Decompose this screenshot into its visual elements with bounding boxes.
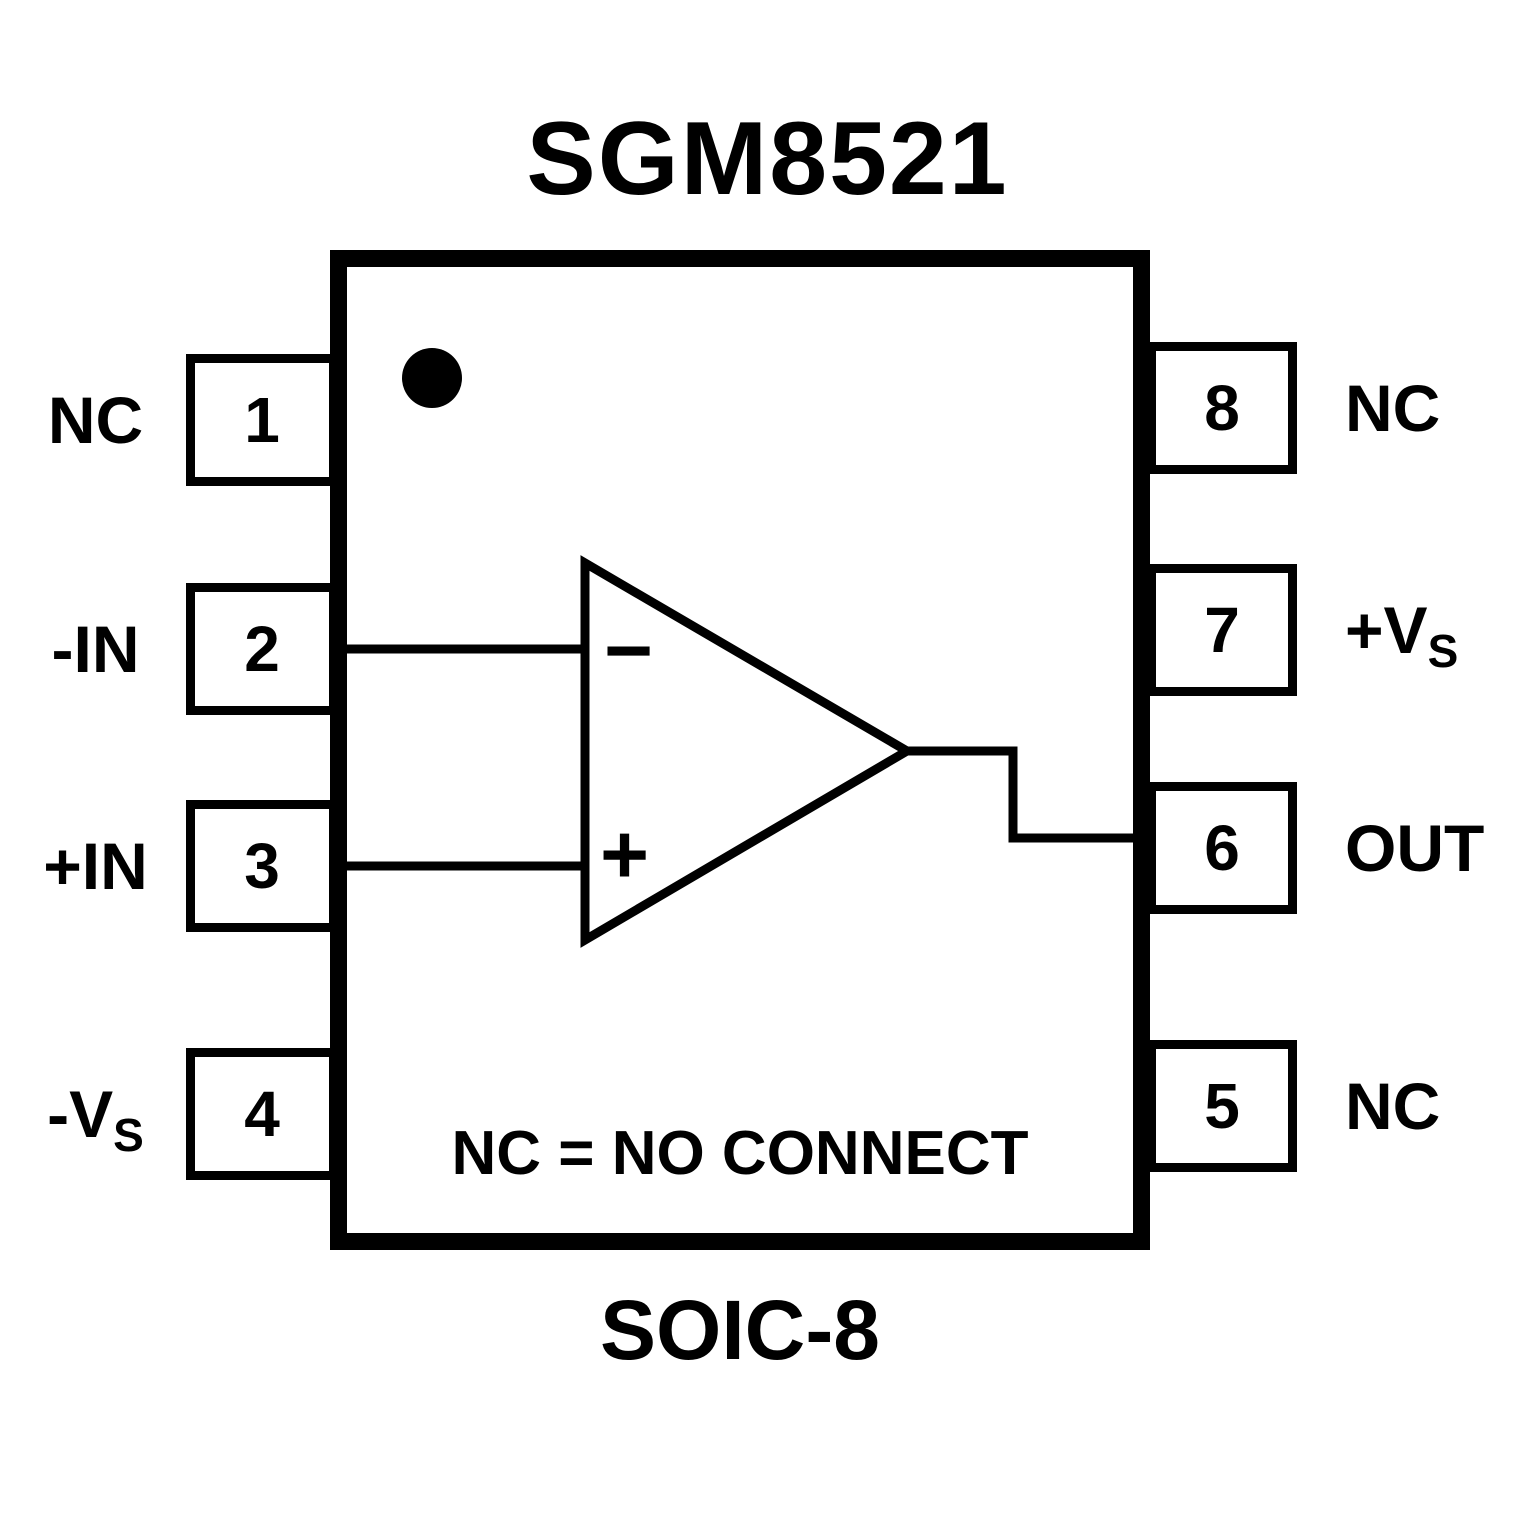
- pin-number-4: 4: [244, 1078, 280, 1150]
- pin-label-4-sub: S: [113, 1109, 144, 1161]
- pin-box-4: 4: [186, 1048, 338, 1180]
- pin-box-7: 7: [1147, 564, 1297, 696]
- pin-label-1-nc: NC: [18, 387, 173, 464]
- pin-label-4-text: -V: [47, 1077, 114, 1151]
- pin-number-2: 2: [244, 613, 280, 685]
- pin-box-1: 1: [186, 354, 338, 486]
- pin-label-8-text: NC: [1345, 371, 1441, 445]
- pin-number-5: 5: [1204, 1070, 1240, 1142]
- chip-title: SGM8521: [526, 101, 1009, 217]
- package-label: SOIC-8: [599, 1283, 881, 1377]
- opamp-minus-sign: −: [604, 603, 654, 697]
- pin-box-6: 6: [1147, 782, 1297, 914]
- pin-label-1-text: NC: [47, 383, 144, 457]
- opamp-plus-sign: +: [600, 807, 650, 901]
- pin-box-3: 3: [186, 800, 338, 932]
- pin-label-4-neg-vs: -VS: [18, 1081, 173, 1158]
- pin-number-8: 8: [1204, 372, 1240, 444]
- pin-label-5-text: NC: [1345, 1069, 1441, 1143]
- pin-label-7-sub: S: [1427, 625, 1459, 677]
- nc-note: NC = NO CONNECT: [451, 1119, 1029, 1188]
- pin-label-6-out: OUT: [1345, 815, 1535, 892]
- pin-number-1: 1: [244, 384, 280, 456]
- ic-body-outline: [330, 250, 1150, 1250]
- pin-label-3-pos-in: +IN: [18, 833, 173, 910]
- pin-number-7: 7: [1204, 594, 1240, 666]
- pin-label-6-text: OUT: [1345, 811, 1485, 885]
- pin-box-8: 8: [1147, 342, 1297, 474]
- pin-label-5-nc: NC: [1345, 1073, 1535, 1150]
- pin-label-2-text: -IN: [51, 612, 140, 686]
- pin-label-7-pos-vs: +VS: [1345, 597, 1535, 674]
- pin-box-2: 2: [186, 583, 338, 715]
- pin-label-7-text: +V: [1345, 593, 1428, 667]
- pin-number-6: 6: [1204, 812, 1240, 884]
- pin-label-8-nc: NC: [1345, 375, 1535, 452]
- pin-box-5: 5: [1147, 1040, 1297, 1172]
- pin-label-2-neg-in: -IN: [18, 616, 173, 693]
- pin-label-3-text: +IN: [43, 829, 148, 903]
- pin-number-3: 3: [244, 830, 280, 902]
